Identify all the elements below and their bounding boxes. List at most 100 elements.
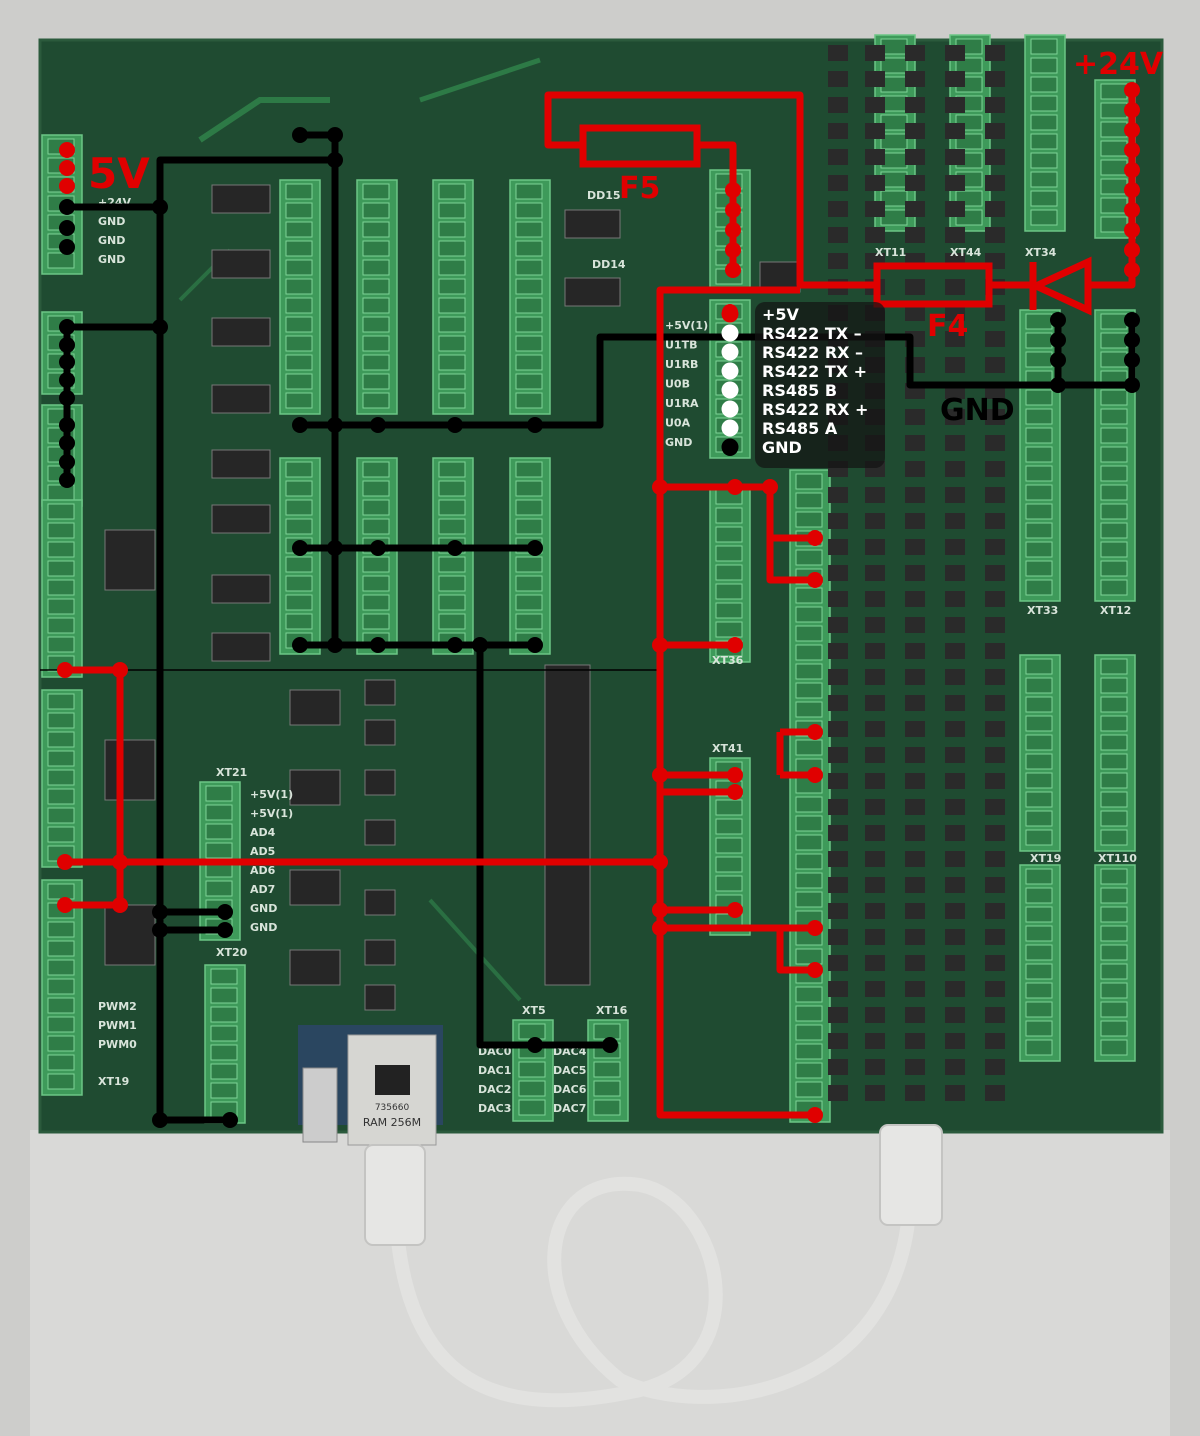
relay-module bbox=[945, 435, 965, 451]
relay-module bbox=[865, 149, 885, 165]
relay-module bbox=[865, 669, 885, 685]
relay-module bbox=[985, 1059, 1005, 1075]
relay-module bbox=[828, 721, 848, 737]
ic-chip bbox=[364, 819, 396, 846]
relay-module bbox=[905, 461, 925, 477]
relay-module bbox=[985, 305, 1005, 321]
terminal-block bbox=[1094, 79, 1136, 239]
power-dot bbox=[59, 178, 75, 194]
ic-chip bbox=[364, 889, 396, 916]
ground-dot bbox=[1050, 377, 1066, 393]
relay-module bbox=[945, 331, 965, 347]
relay-module bbox=[905, 45, 925, 61]
relay-module bbox=[985, 201, 1005, 217]
label-xt11: XT11 bbox=[875, 246, 906, 259]
legend-label: RS422 TX – bbox=[762, 324, 862, 343]
power-dot bbox=[725, 222, 741, 238]
ground-dot bbox=[59, 319, 75, 335]
ground-dot bbox=[59, 390, 75, 406]
power-dot bbox=[652, 767, 668, 783]
power-dot bbox=[727, 784, 743, 800]
ground-dot bbox=[59, 354, 75, 370]
relay-module bbox=[828, 149, 848, 165]
relay-module bbox=[905, 825, 925, 841]
legend-dot-white bbox=[721, 362, 739, 380]
relay-module bbox=[985, 643, 1005, 659]
ground-dot bbox=[447, 637, 463, 653]
label-xt20: XT20 bbox=[216, 946, 248, 959]
relay-column bbox=[828, 45, 1005, 1101]
power-pin-dots bbox=[57, 82, 1140, 1123]
legend-label: RS422 TX + bbox=[762, 362, 867, 381]
relay-module bbox=[828, 851, 848, 867]
label-xt21: XT21 bbox=[216, 766, 247, 779]
relay-module bbox=[905, 669, 925, 685]
label-f5: F5 bbox=[619, 171, 660, 206]
terminal-block bbox=[1094, 864, 1136, 1062]
relay-module bbox=[945, 1033, 965, 1049]
ground-dot bbox=[1050, 332, 1066, 348]
ground-dot bbox=[1124, 352, 1140, 368]
relay-module bbox=[865, 227, 885, 243]
relay-module bbox=[828, 981, 848, 997]
relay-module bbox=[865, 539, 885, 555]
ground-dot bbox=[152, 904, 168, 920]
ic-chip bbox=[211, 574, 271, 604]
relay-module bbox=[828, 1085, 848, 1101]
ground-dot bbox=[152, 199, 168, 215]
power-dot bbox=[807, 962, 823, 978]
relay-module bbox=[985, 331, 1005, 347]
ic-chip bbox=[211, 317, 271, 347]
relay-module bbox=[985, 669, 1005, 685]
relay-module bbox=[985, 487, 1005, 503]
relay-module bbox=[865, 773, 885, 789]
relay-module bbox=[905, 71, 925, 87]
legend-dot-white bbox=[721, 381, 739, 399]
power-dot bbox=[1124, 222, 1140, 238]
relay-module bbox=[945, 929, 965, 945]
relay-module bbox=[905, 565, 925, 581]
relay-module bbox=[865, 695, 885, 711]
relay-module bbox=[945, 591, 965, 607]
relay-module bbox=[985, 721, 1005, 737]
terminal-block bbox=[41, 499, 83, 678]
ic-chip bbox=[544, 664, 591, 986]
pin-label: U0A bbox=[665, 417, 691, 430]
relay-module bbox=[905, 877, 925, 893]
relay-module bbox=[905, 513, 925, 529]
ground-dot bbox=[447, 540, 463, 556]
ground-dot bbox=[1050, 352, 1066, 368]
ic-chip bbox=[289, 769, 341, 806]
ground-dot bbox=[292, 637, 308, 653]
relay-module bbox=[945, 799, 965, 815]
power-dot bbox=[59, 160, 75, 176]
ground-dot bbox=[327, 152, 343, 168]
relay-module bbox=[905, 97, 925, 113]
relay-module bbox=[945, 71, 965, 87]
relay-module bbox=[905, 903, 925, 919]
qr-code bbox=[375, 1065, 410, 1095]
relay-module bbox=[985, 981, 1005, 997]
relay-module bbox=[945, 539, 965, 555]
relay-module bbox=[945, 45, 965, 61]
legend-dot-white bbox=[721, 400, 739, 418]
relay-module bbox=[945, 227, 965, 243]
relay-module bbox=[905, 929, 925, 945]
label-f4: F4 bbox=[927, 309, 968, 344]
pin-label: DAC7 bbox=[553, 1102, 586, 1115]
relay-module bbox=[828, 747, 848, 763]
power-dot bbox=[807, 767, 823, 783]
pin-label: AD5 bbox=[250, 845, 275, 858]
relay-module bbox=[905, 1059, 925, 1075]
pin-label: GND bbox=[98, 253, 125, 266]
relay-module bbox=[945, 409, 965, 425]
relay-module bbox=[985, 695, 1005, 711]
power-dot bbox=[807, 1107, 823, 1123]
ic-chip bbox=[211, 449, 271, 479]
relay-module bbox=[985, 773, 1005, 789]
ic-chip bbox=[211, 384, 271, 414]
power-dot bbox=[112, 662, 128, 678]
label-24v: +24V bbox=[1073, 47, 1164, 82]
fuse-f5-symbol bbox=[579, 124, 701, 168]
